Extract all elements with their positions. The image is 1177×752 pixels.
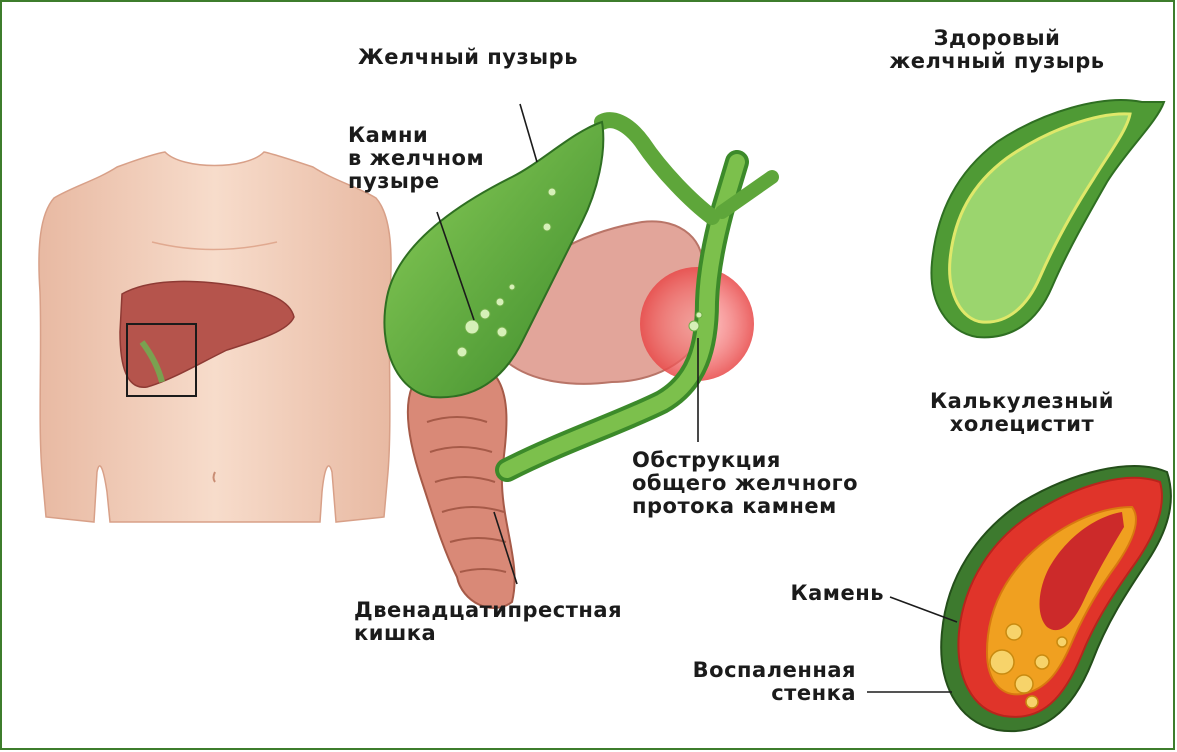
label-duct-obstruction: Обструкция общего желчного протока камне… [632,449,858,518]
duodenum-icon [408,364,515,608]
label-gallbladder: Желчный пузырь [358,46,578,69]
healthy-gallbladder-icon [931,100,1164,337]
label-inflamed-wall: Воспаленная стенка [642,659,856,705]
label-healthy-gallbladder: Здоровый желчный пузырь [872,27,1122,73]
label-stone: Камень [722,582,884,605]
label-calculous-cholecystitis: Калькулезный холецистит [902,390,1142,436]
inflamed-gallbladder-icon [941,466,1171,731]
label-stones-in-gallbladder: Камни в желчном пузыре [348,124,484,193]
label-duodenum: Двенадцатипрестная кишка [354,599,622,645]
